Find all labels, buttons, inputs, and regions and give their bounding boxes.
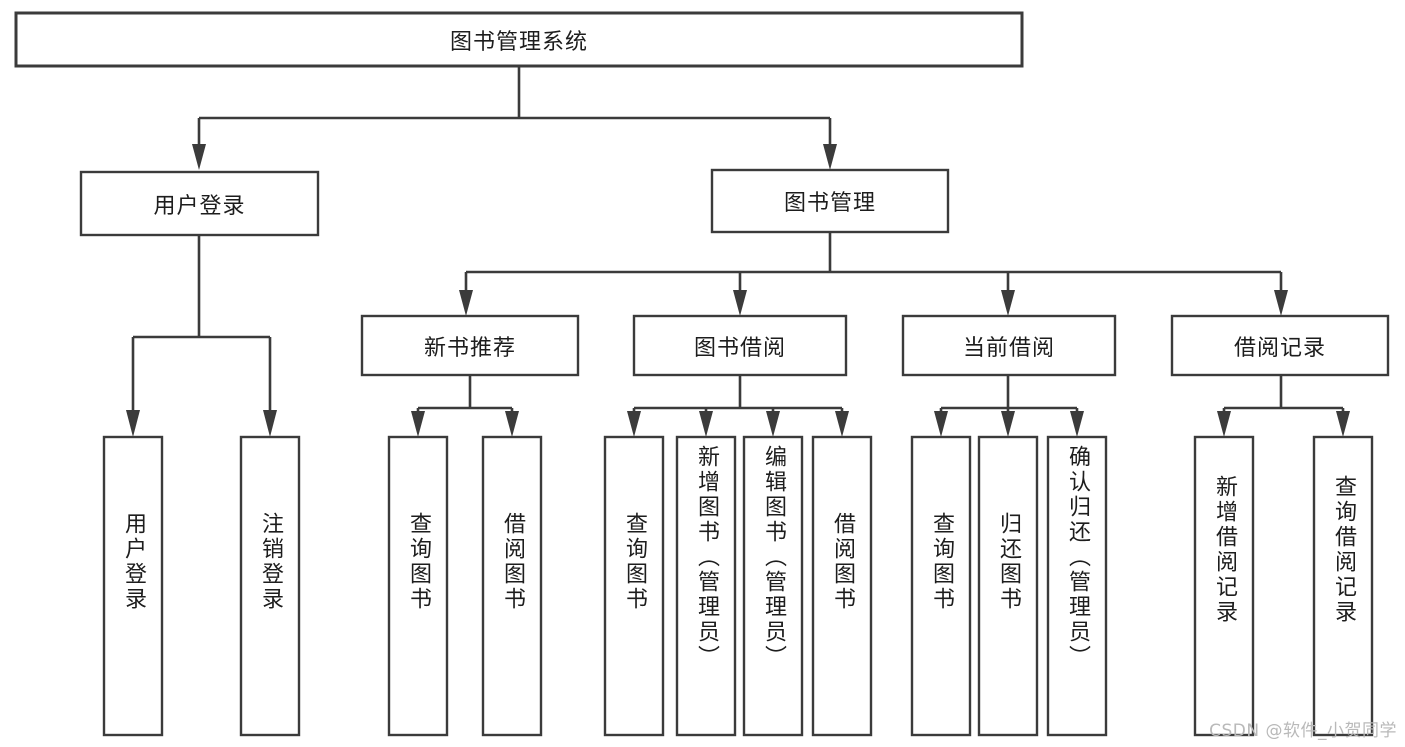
- edge-borrowrecord-to-leaves: [1217, 375, 1350, 437]
- node-leaf-user-login[interactable]: [102, 435, 164, 737]
- csdn-watermark: CSDN @软件_小贺同学: [1209, 721, 1397, 741]
- node-leaf-query-book-3[interactable]: [910, 435, 972, 737]
- node-book-management[interactable]: [710, 168, 950, 234]
- edge-bookborrow-to-leaves: [627, 375, 849, 437]
- node-leaf-add-book[interactable]: [675, 435, 737, 737]
- node-borrow-record[interactable]: [1170, 314, 1390, 377]
- node-root[interactable]: [14, 11, 1024, 68]
- edge-currentborrow-to-leaves: [934, 375, 1084, 437]
- node-leaf-query-book-2[interactable]: [603, 435, 665, 737]
- node-new-book-recommend[interactable]: [360, 314, 580, 377]
- node-leaf-edit-book[interactable]: [742, 435, 804, 737]
- node-leaf-borrow-book-1[interactable]: [481, 435, 543, 737]
- node-user-login[interactable]: [79, 170, 320, 237]
- node-book-borrow[interactable]: [632, 314, 848, 377]
- node-leaf-query-record[interactable]: [1312, 435, 1374, 737]
- node-leaf-query-book-1[interactable]: [387, 435, 449, 737]
- edge-bookmgmt-to-level3: [459, 232, 1288, 316]
- edge-newbook-to-leaves: [411, 375, 519, 437]
- node-leaf-logout[interactable]: [239, 435, 301, 737]
- edge-userlogin-to-leaves: [126, 235, 277, 437]
- edge-root-to-level2: [192, 66, 837, 170]
- node-current-borrow[interactable]: [901, 314, 1117, 377]
- node-leaf-borrow-book-2[interactable]: [811, 435, 873, 737]
- node-leaf-add-record[interactable]: [1193, 435, 1255, 737]
- node-leaf-return-book[interactable]: [977, 435, 1039, 737]
- node-leaf-confirm-return[interactable]: [1046, 435, 1108, 737]
